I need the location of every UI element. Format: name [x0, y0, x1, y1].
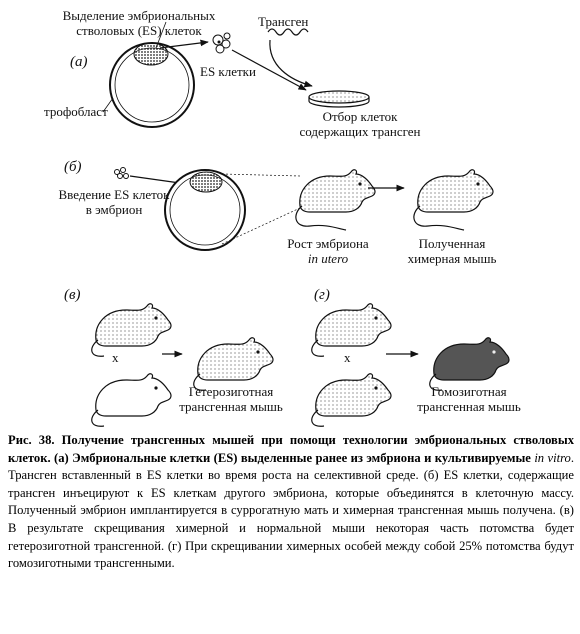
injection-label-1: Введение ES клеток — [58, 187, 170, 202]
panel-g — [311, 303, 510, 427]
arrow-isolation — [159, 39, 209, 49]
mouse-chimeric-parent-v — [91, 303, 172, 357]
petri-dish — [308, 90, 370, 108]
panel-label-b: (б) — [64, 159, 82, 175]
arrow-to-dish — [231, 49, 307, 91]
trophoblast-label: трофобласт — [44, 104, 108, 119]
transgene-dna — [267, 28, 309, 36]
mouse-heterozygous — [193, 337, 274, 391]
es-cell-dots-b — [114, 167, 129, 179]
es-cells-label: ES клетки — [200, 64, 256, 79]
transgene-label: Трансген — [258, 14, 309, 29]
arrow-transgene — [269, 39, 313, 88]
hetero-label-2: трансгенная мышь — [179, 399, 283, 414]
mouse-chimeric-parent-g-2 — [311, 373, 392, 427]
es-isolation-label-2: стволовых (ES) клеток — [76, 23, 202, 38]
caption-italic: in vitro — [534, 450, 571, 465]
panel-a — [102, 21, 370, 128]
panel-v — [91, 303, 274, 427]
homo-label-1: Гомозиготная — [431, 384, 507, 399]
selection-label-1: Отбор клеток — [322, 109, 398, 124]
growth-label-1: Рост эмбриона — [287, 236, 369, 251]
caption-rest: . Трансген вставленный в ES клетки во вр… — [8, 450, 574, 571]
chimeric-label-2: химерная мышь — [407, 251, 497, 266]
selection-label-2: содержащих трансген — [299, 124, 421, 139]
cross-symbol-g: x — [344, 350, 351, 365]
projection-line-top — [221, 173, 301, 177]
pointer-es-label — [155, 21, 167, 49]
es-isolation-label-1: Выделение эмбриональных — [62, 8, 216, 23]
homo-label-2: трансгенная мышь — [417, 399, 521, 414]
mouse-homozygous — [429, 337, 510, 391]
pointer-trophoblast — [102, 97, 114, 113]
chimeric-label-1: Полученная — [418, 236, 486, 251]
panel-label-v: (в) — [64, 287, 81, 303]
caption-bold: Рис. 38. Получение трансгенных мышей при… — [8, 433, 574, 465]
injection-label-2: в эмбрион — [85, 202, 143, 217]
mouse-chimeric — [413, 169, 494, 231]
mouse-embryo-growth — [295, 169, 376, 231]
panel-label-g: (г) — [314, 287, 330, 303]
es-cell-cluster-a — [212, 32, 231, 54]
blastocyst-a — [109, 42, 195, 128]
growth-label-2: in utero — [307, 251, 349, 266]
mouse-normal-parent-v — [91, 373, 172, 427]
figure-caption: Рис. 38. Получение трансгенных мышей при… — [8, 432, 574, 573]
blastocyst-b — [164, 169, 246, 251]
diagram-canvas — [91, 21, 510, 427]
panel-b — [114, 167, 494, 251]
panel-label-a: (а) — [70, 54, 88, 70]
mouse-chimeric-parent-g-1 — [311, 303, 392, 357]
hetero-label-1: Гетерозиготная — [188, 384, 274, 399]
cross-symbol-v: x — [112, 350, 119, 365]
